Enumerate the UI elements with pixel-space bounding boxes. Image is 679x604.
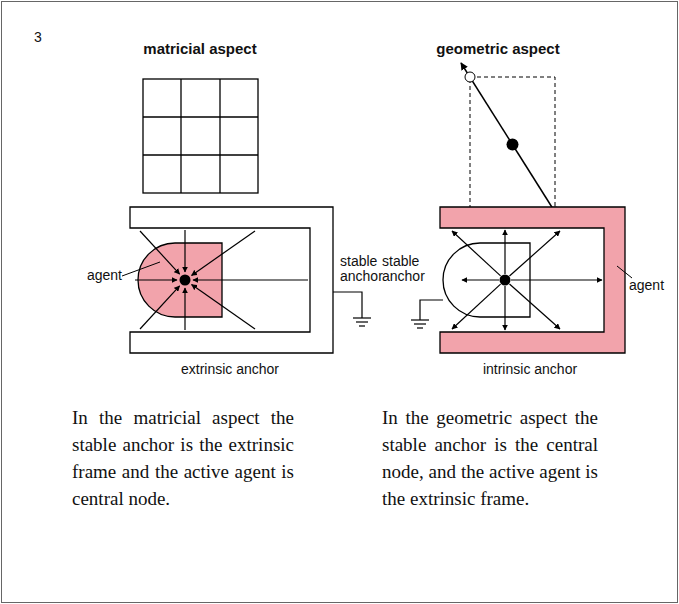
leader-line — [617, 266, 632, 278]
force-arrow — [192, 285, 255, 329]
matrix-grid — [143, 79, 258, 193]
part-label: agent — [78, 268, 122, 283]
force-arrow — [192, 231, 255, 275]
panel-heading: matricial aspect — [110, 40, 290, 57]
force-arrow — [140, 286, 180, 329]
force-arrow — [135, 279, 177, 280]
callout-number: 3 — [34, 30, 64, 45]
part-label: stable anchor — [382, 254, 434, 284]
inward-arrows — [135, 230, 308, 330]
leader-line — [122, 262, 160, 276]
central-node — [500, 275, 511, 286]
ground-symbol — [333, 292, 371, 326]
force-arrow — [184, 288, 185, 330]
force-arrow — [504, 286, 505, 330]
force-arrow — [462, 279, 499, 280]
intrinsic-frame — [440, 207, 625, 353]
force-arrow — [184, 230, 185, 272]
force-arrow — [193, 279, 308, 280]
central-node — [507, 139, 519, 151]
force-arrow — [452, 231, 501, 276]
force-arrow — [511, 279, 602, 280]
caption-label: intrinsic anchor — [440, 362, 620, 377]
force-arrow — [509, 231, 560, 276]
description-text: In the matricial aspect the stable ancho… — [72, 404, 294, 512]
panel-heading: geometric aspect — [408, 40, 588, 57]
caption-label: extrinsic anchor — [140, 362, 320, 377]
force-arrow — [452, 284, 501, 329]
force-arrow — [509, 284, 560, 329]
outward-arrows — [452, 230, 602, 330]
extrinsic-frame — [130, 207, 333, 353]
hollow-node — [465, 72, 475, 82]
ground-symbol — [411, 300, 443, 328]
force-arrow — [504, 230, 505, 274]
part-label: agent — [629, 278, 675, 293]
vector-line — [461, 63, 555, 212]
central-node — [180, 275, 191, 286]
description-text: In the geometric aspect the stable ancho… — [382, 404, 598, 512]
